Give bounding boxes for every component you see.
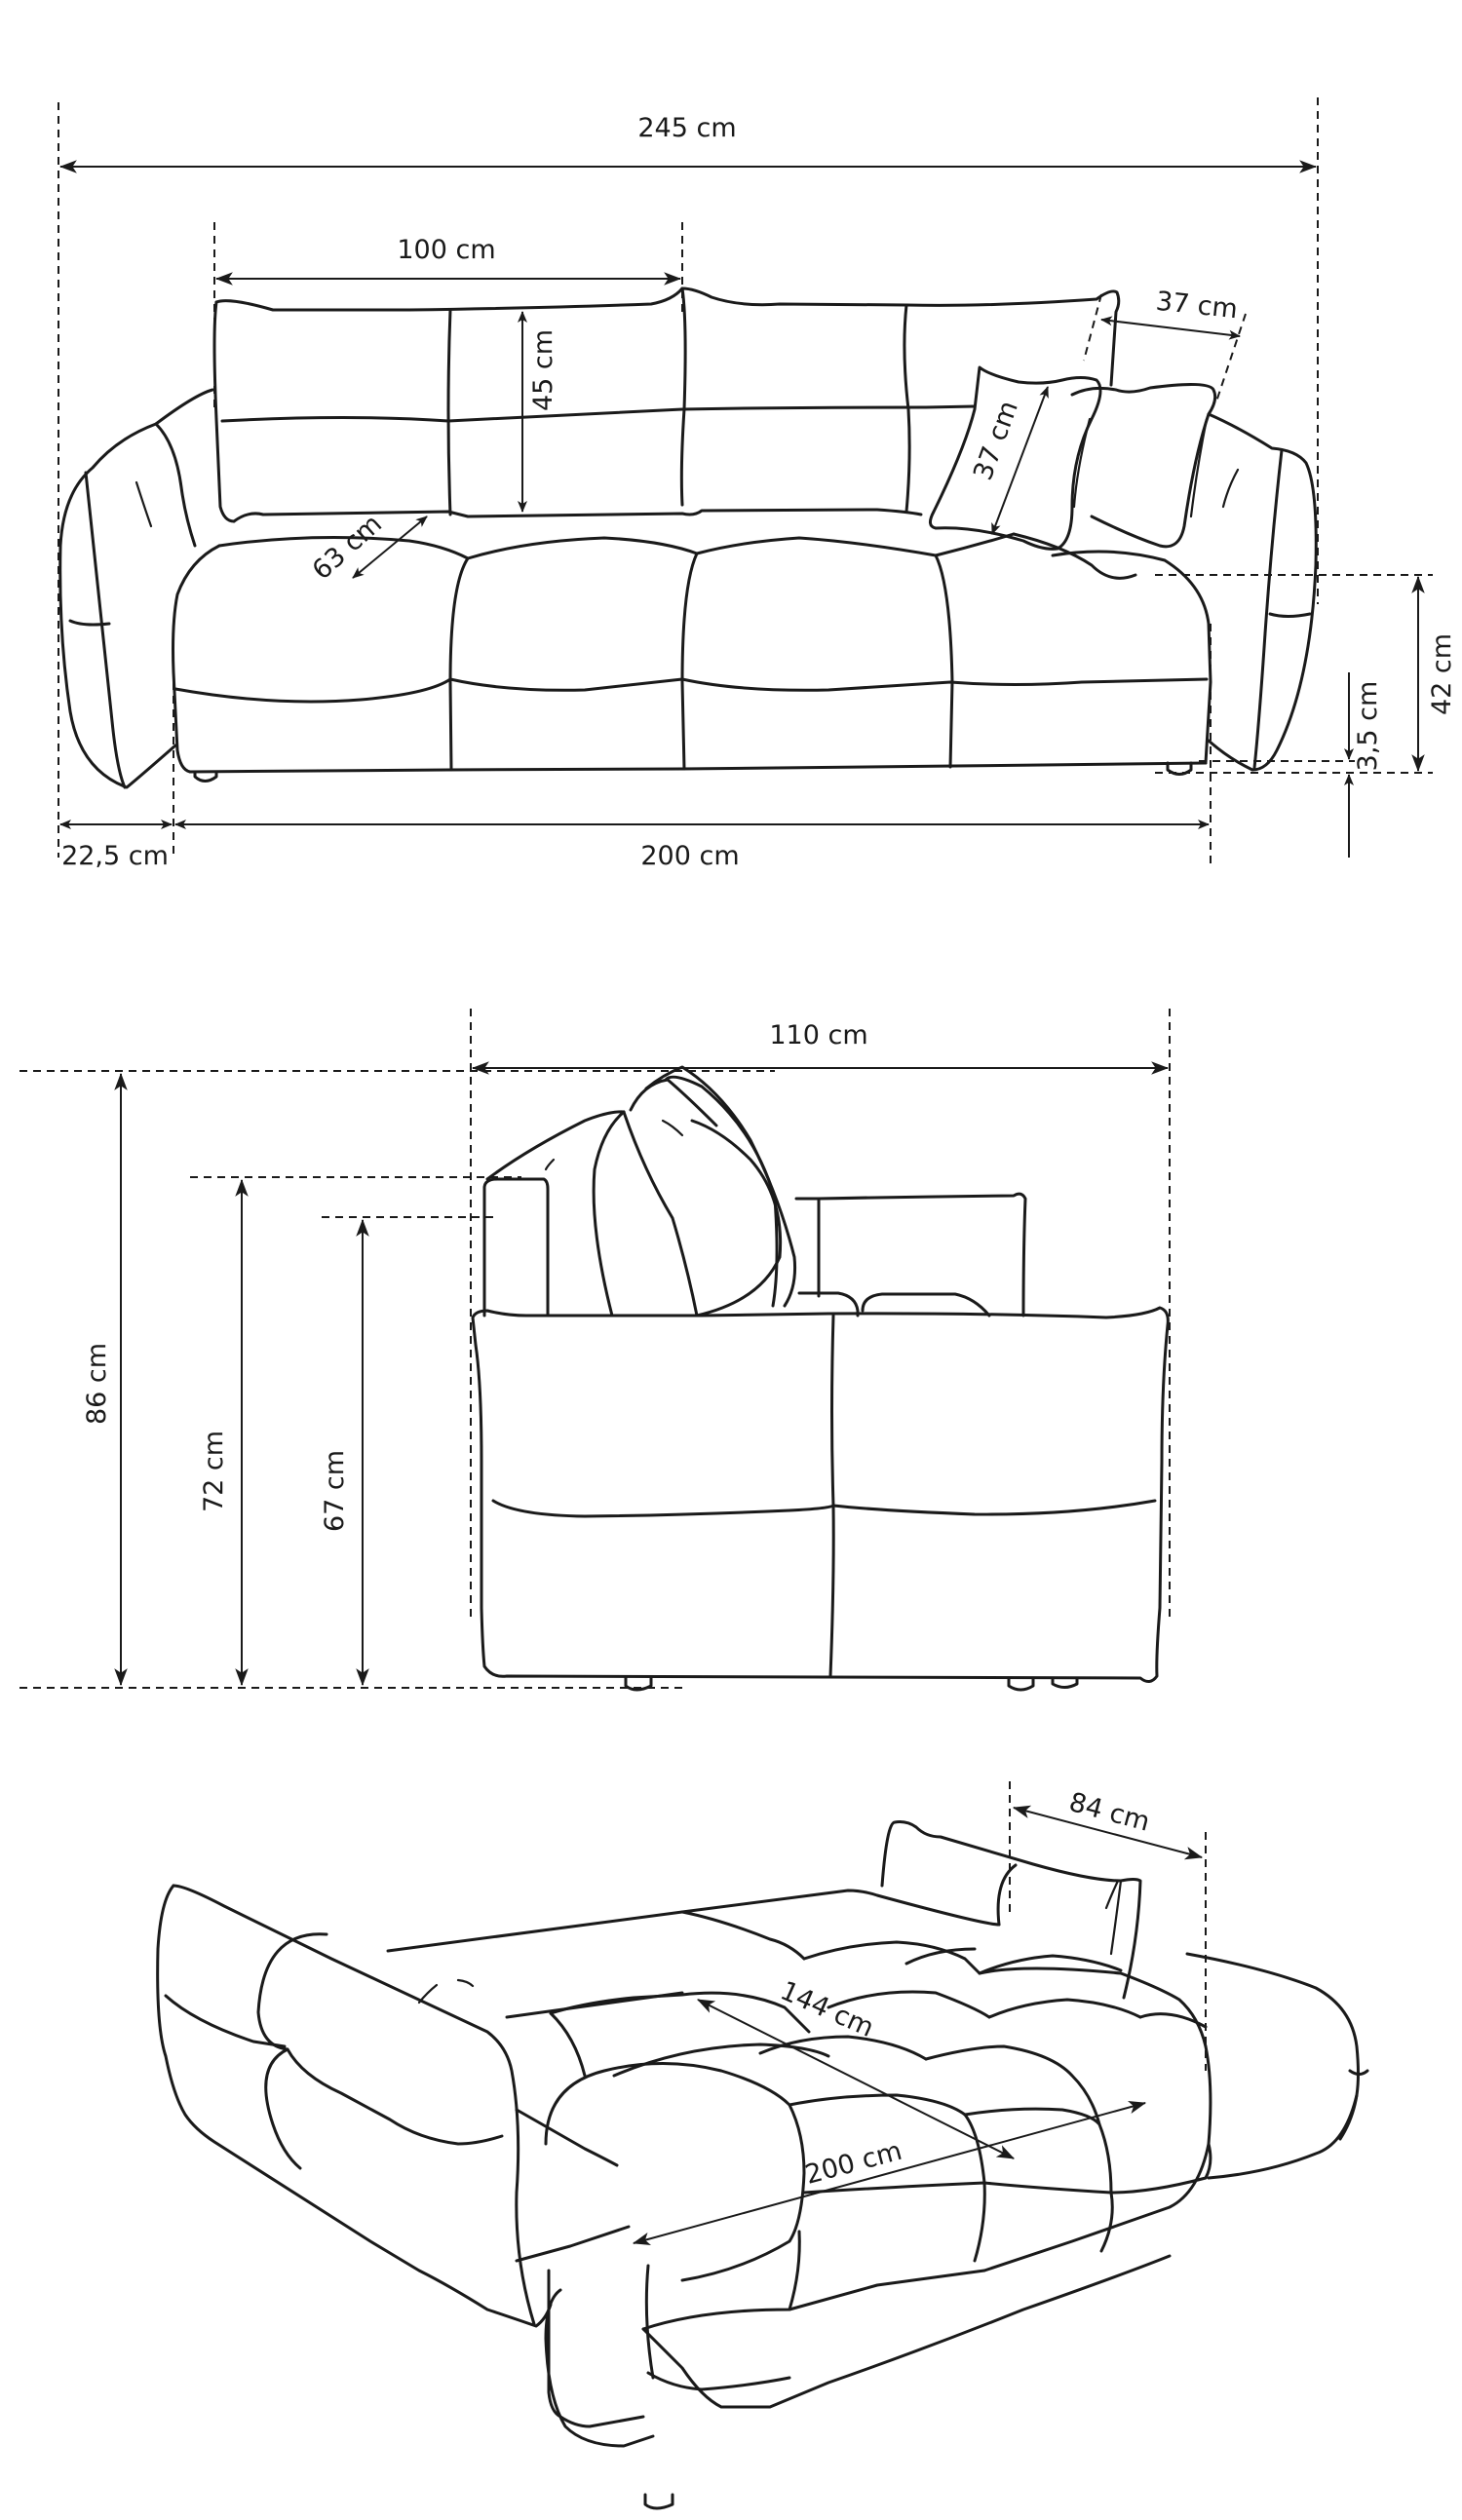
dim-backrest-width-label: 100 cm <box>397 235 495 265</box>
dim-armrest-height-side-label: 67 cm <box>320 1450 350 1532</box>
dim-pillow-depth-label: 37 cm <box>1154 286 1239 325</box>
dim-sleeping-width-label: 144 cm <box>776 1975 878 2043</box>
dim-total-width-label: 245 cm <box>637 113 736 143</box>
dim-armrest-width-label: 22,5 cm <box>61 841 169 871</box>
dim-armrest-height-label: 42 cm <box>1427 633 1457 715</box>
dim-bed-armrest-depth-label: 84 cm <box>1066 1787 1153 1838</box>
dim-total-height-label: 86 cm <box>82 1343 112 1425</box>
front-view: 245 cm 100 cm 45 cm 37 cm 37 cm 63 cm 22… <box>58 97 1457 871</box>
dim-backrest-height-label: 45 cm <box>528 329 558 411</box>
dim-clearance-label: 3,5 cm <box>1353 681 1383 772</box>
bed-view: 84 cm 144 cm 200 cm <box>156 1781 1369 2510</box>
dim-depth-label: 110 cm <box>769 1020 867 1050</box>
dim-seat-depth-label: 63 cm <box>307 509 388 586</box>
dim-seat-width-label: 200 cm <box>640 841 739 871</box>
side-view: 110 cm 86 cm 72 cm 67 cm <box>19 1009 1171 1692</box>
dim-backrest-height-side-label: 72 cm <box>199 1431 229 1512</box>
